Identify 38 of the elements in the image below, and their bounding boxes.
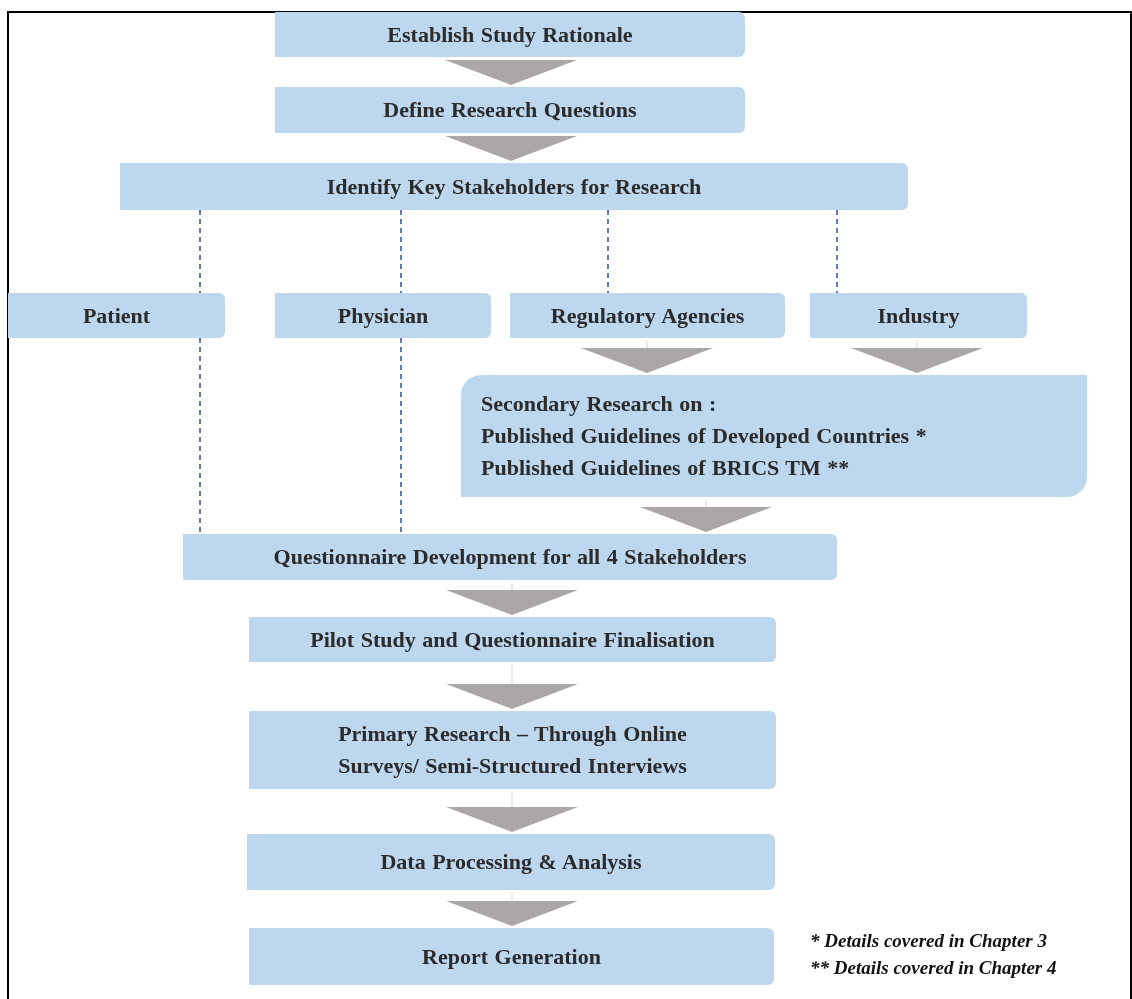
connector-line xyxy=(607,209,609,294)
process-box xyxy=(249,711,776,789)
process-box xyxy=(120,163,908,210)
process-box xyxy=(249,928,774,985)
process-box xyxy=(275,87,745,133)
note-box xyxy=(461,375,1087,497)
box-text: Questionnaire Development for all 4 Stakeholders xyxy=(273,543,747,571)
footnote: ** Details covered in Chapter 4 xyxy=(810,957,1057,979)
process-box xyxy=(810,293,1027,338)
box-text: Data Processing & Analysis xyxy=(380,848,642,876)
process-box xyxy=(510,293,785,338)
box-text: Report Generation xyxy=(422,942,601,971)
connector-line xyxy=(199,209,201,294)
box-text: Identify Key Stakeholders for Research xyxy=(326,172,702,201)
box-text: Patient xyxy=(82,301,151,330)
box-text: Published Guidelines of Developed Countries * xyxy=(481,422,927,450)
chevron-arrow xyxy=(445,135,577,162)
connector-line xyxy=(199,337,201,535)
box-text: Define Research Questions xyxy=(383,96,637,124)
process-box xyxy=(275,12,745,57)
connector-line xyxy=(400,209,402,294)
box-text: Primary Research – Through Online Surveys/ Semi-Structured Interviews xyxy=(337,720,688,780)
process-box xyxy=(275,293,491,338)
connector-line xyxy=(836,209,838,294)
box-text: Regulatory Agencies xyxy=(550,301,745,330)
process-box xyxy=(247,834,775,890)
chevron-arrow xyxy=(445,59,577,86)
process-box xyxy=(249,617,776,662)
box-text: Pilot Study and Questionnaire Finalisation xyxy=(310,625,715,654)
process-box xyxy=(8,293,225,338)
box-heading: Secondary Research on : xyxy=(481,390,717,418)
box-text: Published Guidelines of BRICS TM ** xyxy=(481,454,850,482)
box-text: Establish Study Rationale xyxy=(387,20,633,49)
box-text: Physician xyxy=(337,301,429,330)
connector-line xyxy=(400,337,402,535)
box-text: Industry xyxy=(877,301,960,330)
process-box xyxy=(183,534,837,580)
footnote: * Details covered in Chapter 3 xyxy=(810,930,1047,952)
